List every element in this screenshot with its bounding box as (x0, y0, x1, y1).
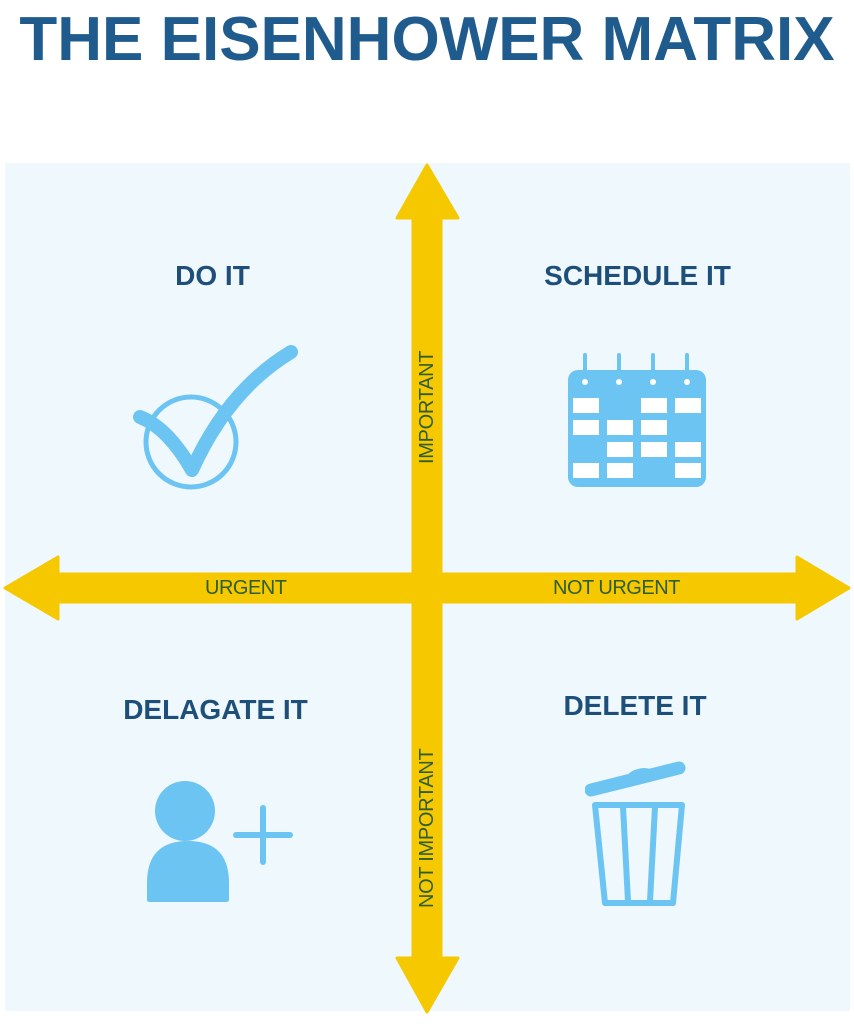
axis-label-not-important: NOT IMPORTANT (416, 748, 438, 908)
trash-can-icon (585, 761, 686, 906)
add-user-icon (147, 781, 293, 902)
axis-label-important: IMPORTANT (416, 350, 438, 464)
axis-label-not-urgent: NOT URGENT (553, 577, 680, 599)
quadrant-label-delegate-it: DELAGATE IT (123, 694, 308, 725)
quadrant-label-do-it: DO IT (175, 260, 250, 291)
quadrant-label-schedule-it: SCHEDULE IT (544, 260, 731, 291)
quadrant-label-delete-it: DELETE IT (563, 690, 707, 721)
horizontal-axis-arrow (3, 555, 851, 621)
page-title: THE EISENHOWER MATRIX (19, 5, 835, 74)
axis-label-urgent: URGENT (205, 577, 287, 599)
calendar-icon (568, 353, 706, 487)
check-circle-icon (133, 345, 298, 490)
